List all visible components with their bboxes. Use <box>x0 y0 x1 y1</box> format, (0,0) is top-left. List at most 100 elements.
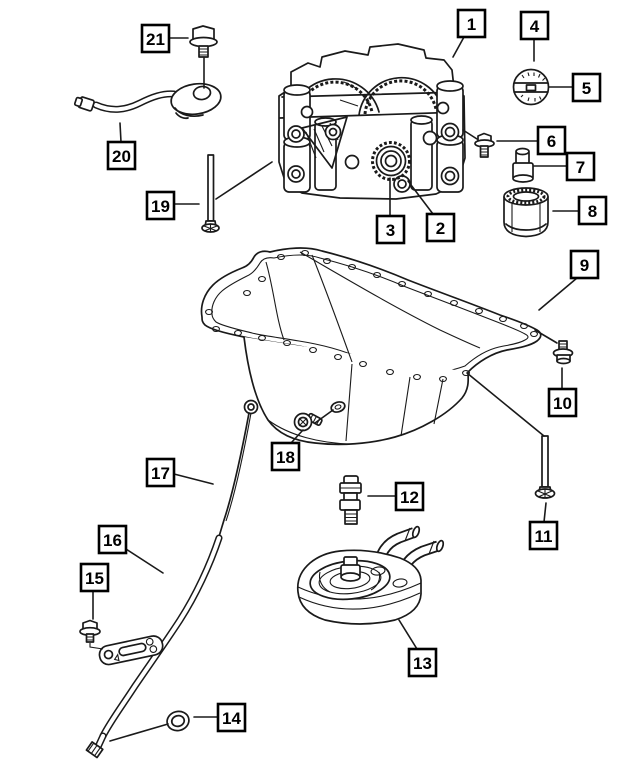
callout-number: 19 <box>151 197 170 216</box>
leader-line <box>543 502 547 523</box>
callout-number: 15 <box>85 569 104 588</box>
callout-number: 9 <box>580 256 589 275</box>
bracket-bolt-drawing <box>79 619 104 650</box>
callout-number: 8 <box>588 202 597 221</box>
leader-line <box>109 723 169 742</box>
callout-number: 17 <box>151 464 170 483</box>
leader-line <box>119 122 122 143</box>
leader-line <box>538 277 578 311</box>
callout-21-pickup-tube-bolt[interactable]: 21 <box>140 23 205 89</box>
callout-number: 21 <box>146 30 165 49</box>
callout-10-drain-plug[interactable]: 10 <box>534 329 578 418</box>
callout-number: 18 <box>276 448 295 467</box>
callout-13-oil-cooler[interactable]: 13 <box>398 619 438 678</box>
oil-pan-drawing <box>200 247 542 446</box>
callout-box[interactable] <box>565 151 596 182</box>
callout-4-oil-fill-cap[interactable]: 4 <box>519 10 550 62</box>
callout-box[interactable] <box>106 140 137 171</box>
drain-plug-drawing <box>552 340 574 365</box>
leader-line <box>534 329 558 344</box>
long-bolt-drawing <box>534 435 556 499</box>
callout-number: 6 <box>547 132 556 151</box>
leader-line <box>398 619 418 650</box>
callout-number: 7 <box>576 158 585 177</box>
callout-7-filter-nipple[interactable]: 7 <box>533 151 596 182</box>
callout-number: 3 <box>386 221 395 240</box>
oil-filter-drawing <box>503 187 549 238</box>
callout-12-connector-fitting[interactable]: 12 <box>367 481 425 512</box>
tube-bracket <box>98 635 164 666</box>
callout-box[interactable] <box>547 387 578 418</box>
leader-line <box>466 372 545 437</box>
engine-module-drawing <box>278 43 466 200</box>
dipstick-tube-drawing <box>85 534 223 759</box>
callout-15-bracket-bolt[interactable]: 15 <box>79 562 110 620</box>
dipstick-drawing <box>218 399 259 538</box>
o-ring-drawing <box>166 710 190 732</box>
callout-box[interactable] <box>216 702 247 733</box>
callout-box[interactable] <box>145 190 176 221</box>
callout-14-o-ring[interactable]: 14 <box>109 702 247 742</box>
pan-bolt-holes <box>205 249 538 383</box>
filter-nipple-drawing <box>512 147 534 183</box>
callout-number: 2 <box>436 219 445 238</box>
leader-line <box>452 36 465 58</box>
callout-5-filler-cap[interactable]: 5 <box>548 72 602 103</box>
callout-box[interactable] <box>407 647 438 678</box>
callout-number: 5 <box>582 79 591 98</box>
callout-number: 1 <box>467 15 476 34</box>
callout-19-mounting-stud[interactable]: 19 <box>145 161 273 221</box>
callout-box[interactable] <box>577 195 608 226</box>
mounting-stud-drawing <box>201 154 220 233</box>
callout-number: 20 <box>112 147 131 166</box>
callout-number: 10 <box>553 394 572 413</box>
pickup-tube-drawing <box>73 82 222 120</box>
callout-box[interactable] <box>456 8 487 39</box>
callout-16-dipstick-tube[interactable]: 16 <box>97 524 164 574</box>
callout-box[interactable] <box>145 457 176 488</box>
callout-box[interactable] <box>571 72 602 103</box>
callout-box[interactable] <box>270 441 301 472</box>
callout-18-plug-screw[interactable]: 18 <box>270 409 334 472</box>
callout-box[interactable] <box>97 524 128 555</box>
callout-8-oil-filter[interactable]: 8 <box>552 195 608 226</box>
leader-line <box>215 161 273 200</box>
connector-fitting-drawing <box>339 475 362 525</box>
callout-9-oil-pan[interactable]: 9 <box>538 249 600 311</box>
leader-line <box>314 409 334 424</box>
callout-number: 14 <box>222 709 241 728</box>
callout-1-engine-module[interactable]: 1 <box>452 8 487 58</box>
callout-3-drive-sprocket[interactable]: 3 <box>375 177 406 245</box>
callout-6-hex-bolt[interactable]: 6 <box>462 125 567 156</box>
oil-fill-cap-drawing <box>512 68 550 106</box>
callout-box[interactable] <box>536 125 567 156</box>
callout-number: 11 <box>535 527 553 546</box>
callout-box[interactable] <box>79 562 110 593</box>
callout-number: 4 <box>530 17 540 36</box>
callout-box[interactable] <box>528 520 559 551</box>
callout-box[interactable] <box>425 212 456 243</box>
pickup-tube-bolt-drawing <box>189 25 218 58</box>
callout-box[interactable] <box>394 481 425 512</box>
leader-line <box>173 473 214 485</box>
oil-cooler-drawing <box>296 525 445 625</box>
leader-line <box>462 129 478 140</box>
callout-20-pickup-tube[interactable]: 20 <box>106 122 137 171</box>
plug-screw-drawing <box>293 412 323 432</box>
callout-17-dipstick[interactable]: 17 <box>145 457 214 488</box>
callout-box[interactable] <box>569 249 600 280</box>
callout-number: 12 <box>400 488 419 507</box>
callout-box[interactable] <box>519 10 550 41</box>
callout-box[interactable] <box>140 23 171 54</box>
callout-box[interactable] <box>375 214 406 245</box>
callout-2-module-housing[interactable]: 2 <box>407 180 456 243</box>
leader-line <box>407 180 434 215</box>
callout-number: 13 <box>413 654 432 673</box>
leader-line <box>125 548 164 574</box>
callout-11-long-bolt[interactable]: 11 <box>466 372 559 551</box>
callout-number: 16 <box>103 531 122 550</box>
leader-line <box>290 429 304 444</box>
